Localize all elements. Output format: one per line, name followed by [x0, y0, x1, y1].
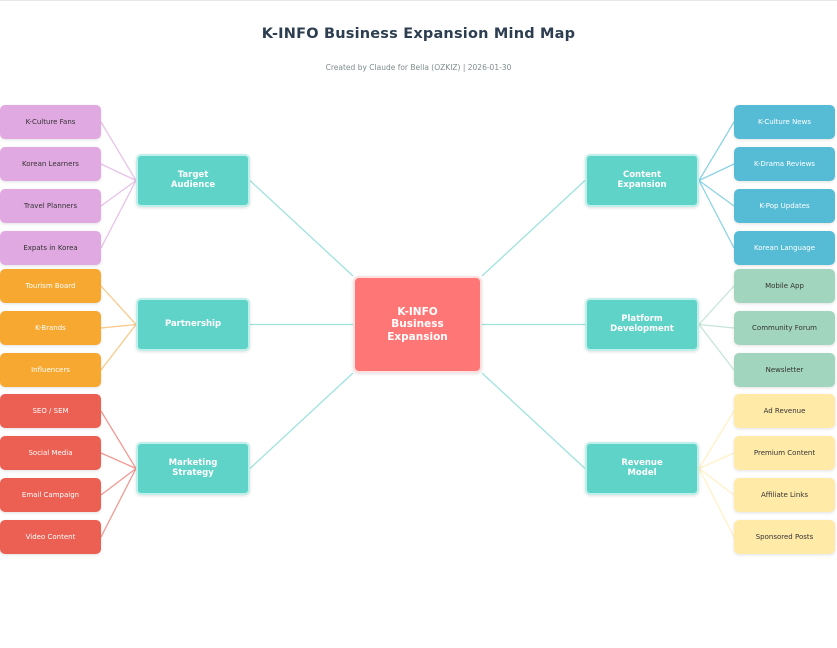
page-title: K-INFO Business Expansion Mind Map — [261, 26, 576, 42]
branch-node-content-expansion[interactable]: Content Expansion — [585, 154, 699, 207]
connector-leaf-k-culture-news — [698, 121, 735, 181]
leaf-node-video-content[interactable]: Video Content — [0, 520, 101, 554]
leaf-node-k-brands[interactable]: K-Brands — [0, 311, 101, 345]
leaf-node-expats-in-korea[interactable]: Expats in Korea — [0, 231, 101, 265]
connector-leaf-affiliate-links — [698, 467, 735, 496]
connector-leaf-community-forum — [698, 323, 735, 329]
leaf-node-influencers[interactable]: Influencers — [0, 353, 101, 387]
branch-node-revenue-model[interactable]: Revenue Model — [585, 442, 699, 495]
connector-leaf-k-pop-updates — [698, 179, 735, 207]
connector-center-marketing-strategy — [249, 372, 354, 469]
leaf-node-ad-revenue[interactable]: Ad Revenue — [734, 394, 835, 428]
connector-leaf-expats-in-korea — [100, 180, 137, 249]
leaf-node-k-culture-news[interactable]: K-Culture News — [734, 105, 835, 139]
leaf-node-social-media[interactable]: Social Media — [0, 436, 101, 470]
connector-leaf-sponsored-posts — [698, 468, 735, 538]
connector-center-revenue-model — [481, 372, 586, 469]
connector-leaf-email-campaign — [100, 467, 137, 496]
leaf-node-seo-sem[interactable]: SEO / SEM — [0, 394, 101, 428]
leaf-node-mobile-app[interactable]: Mobile App — [734, 269, 835, 303]
branch-node-target-audience[interactable]: Target Audience — [136, 154, 250, 207]
branch-node-marketing-strategy[interactable]: Marketing Strategy — [136, 442, 250, 495]
leaf-node-korean-learners[interactable]: Korean Learners — [0, 147, 101, 181]
connector-center-content-expansion — [481, 180, 586, 277]
leaf-node-premium-content[interactable]: Premium Content — [734, 436, 835, 470]
leaf-node-affiliate-links[interactable]: Affiliate Links — [734, 478, 835, 512]
leaf-node-k-pop-updates[interactable]: K-Pop Updates — [734, 189, 835, 223]
leaf-node-k-drama-reviews[interactable]: K-Drama Reviews — [734, 147, 835, 181]
connector-leaf-korean-language — [698, 180, 735, 249]
connector-center-target-audience — [249, 180, 354, 277]
center-node[interactable]: K-INFO Business Expansion — [353, 276, 482, 373]
connector-leaf-k-brands — [100, 323, 137, 329]
leaf-node-community-forum[interactable]: Community Forum — [734, 311, 835, 345]
leaf-node-travel-planners[interactable]: Travel Planners — [0, 189, 101, 223]
leaf-node-k-culture-fans[interactable]: K-Culture Fans — [0, 105, 101, 139]
connector-leaf-seo-sem — [100, 410, 137, 469]
page-subtitle: Created by Claude for Bella (OZKIZ) | 20… — [325, 63, 512, 72]
connector-leaf-newsletter — [698, 324, 735, 371]
connector-leaf-k-culture-fans — [100, 121, 137, 181]
connector-leaf-korean-learners — [100, 163, 137, 182]
connector-leaf-premium-content — [698, 452, 735, 470]
connector-leaf-mobile-app — [698, 285, 735, 325]
top-rule — [0, 0, 837, 1]
connector-leaf-ad-revenue — [698, 410, 735, 469]
branch-node-platform-development[interactable]: Platform Development — [585, 298, 699, 351]
connector-leaf-k-drama-reviews — [698, 163, 735, 182]
connector-leaf-social-media — [100, 452, 137, 470]
leaf-node-korean-language[interactable]: Korean Language — [734, 231, 835, 265]
leaf-node-tourism-board[interactable]: Tourism Board — [0, 269, 101, 303]
connector-leaf-travel-planners — [100, 179, 137, 207]
leaf-node-email-campaign[interactable]: Email Campaign — [0, 478, 101, 512]
branch-node-partnership[interactable]: Partnership — [136, 298, 250, 351]
connector-leaf-video-content — [100, 468, 137, 538]
leaf-node-sponsored-posts[interactable]: Sponsored Posts — [734, 520, 835, 554]
connector-leaf-influencers — [100, 324, 137, 371]
connector-leaf-tourism-board — [100, 285, 137, 325]
leaf-node-newsletter[interactable]: Newsletter — [734, 353, 835, 387]
